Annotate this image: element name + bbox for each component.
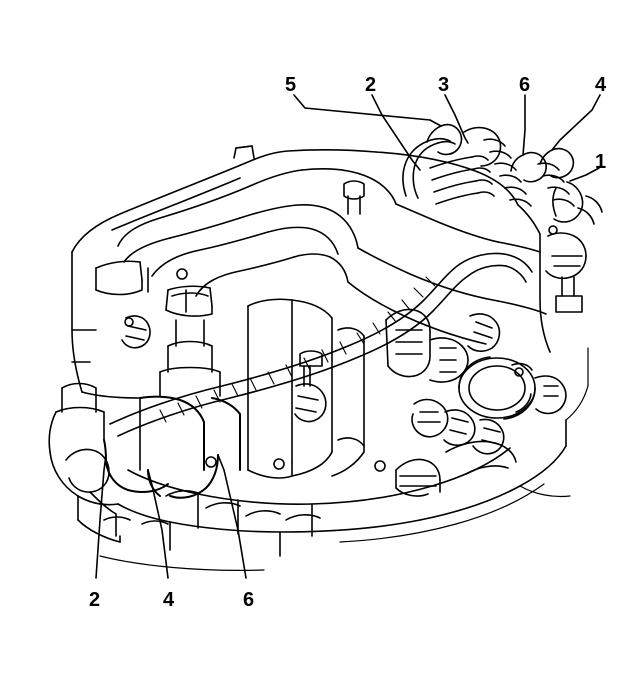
- callout-label-4-top: 4: [595, 74, 607, 96]
- throttle-body-and-sensors: [385, 308, 505, 455]
- callout-label-6-top: 6: [519, 74, 531, 96]
- callout-label-5-top: 5: [285, 74, 297, 96]
- main-wiring-harness: [109, 252, 533, 437]
- coil-pack-and-boots: [402, 123, 584, 223]
- callout-label-6-bottom: 6: [243, 589, 255, 611]
- lower-engine-and-transmission: [117, 419, 567, 557]
- left-front-engine-section: [48, 260, 221, 506]
- center-engine-block: [247, 298, 365, 479]
- callout-label-2-top: 2: [365, 74, 377, 96]
- intake-manifold-assembly: [71, 145, 519, 471]
- callout-leader-lines: [95, 94, 601, 579]
- callout-label-4-bottom: 4: [163, 589, 175, 611]
- lower-left-bracket: [77, 491, 169, 543]
- callout-label-3-top: 3: [438, 74, 450, 96]
- bolt-and-fastener-marks: [124, 180, 558, 472]
- background-body-contours: [99, 347, 589, 571]
- right-side-accessories: [458, 195, 603, 420]
- fuel-and-vacuum-lines: [103, 395, 241, 499]
- callout-label-1-right: 1: [595, 151, 607, 173]
- upper-right-engine-block: [347, 203, 551, 353]
- callout-label-2-bottom: 2: [89, 589, 101, 611]
